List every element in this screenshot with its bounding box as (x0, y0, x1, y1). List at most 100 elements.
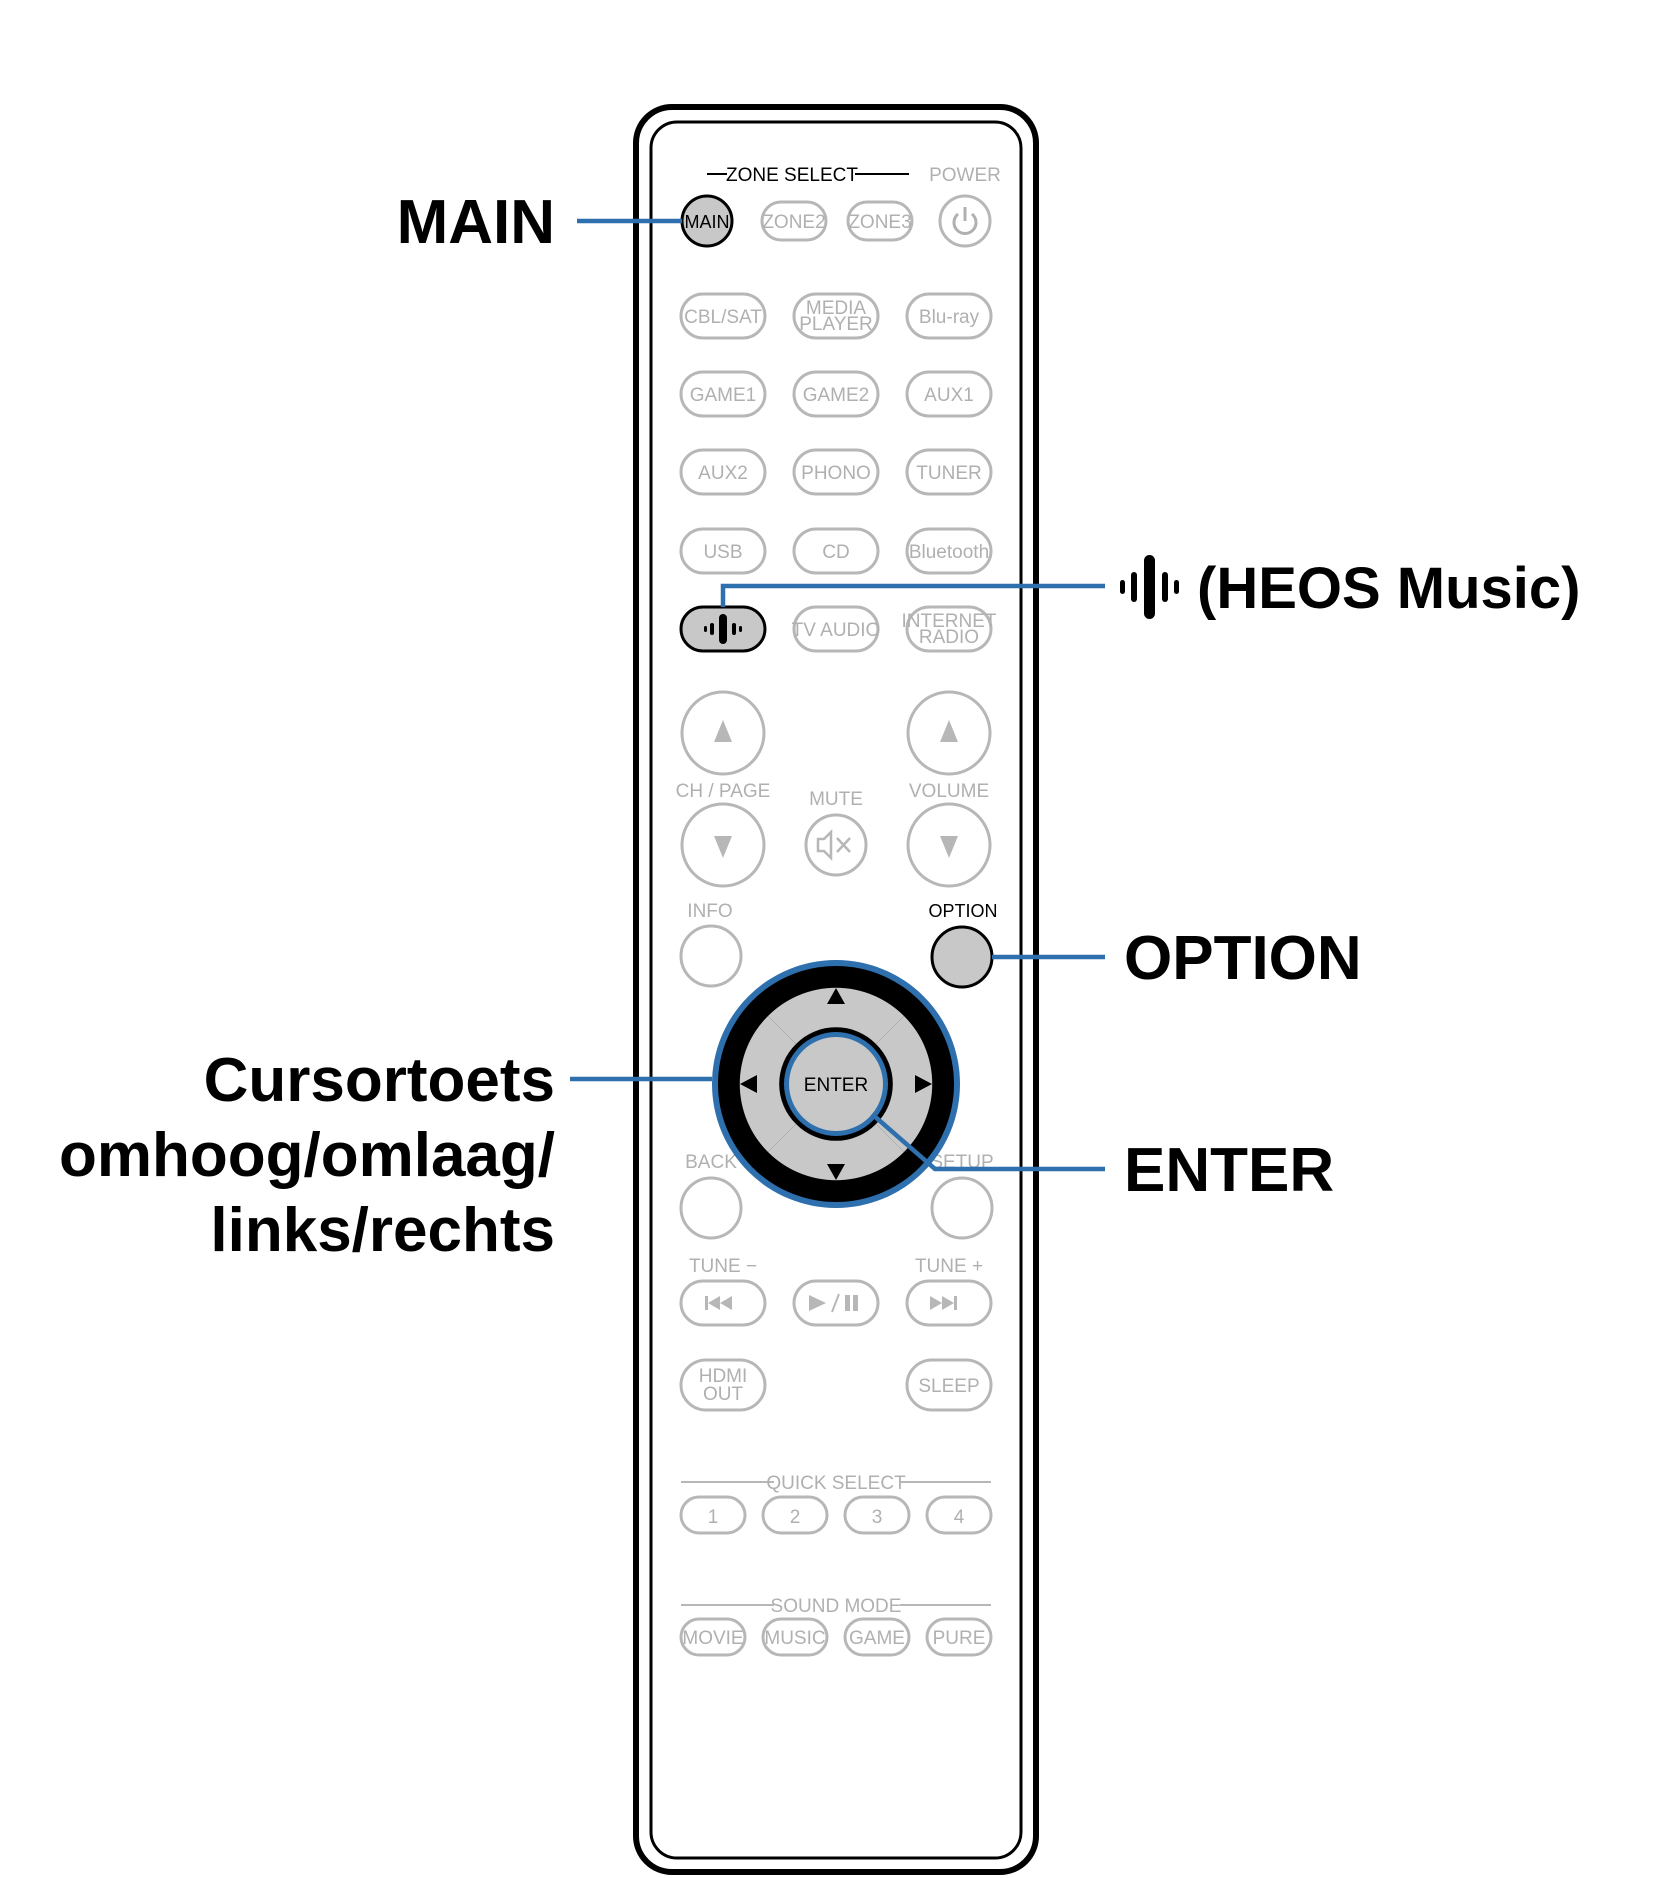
svg-text:Bluetooth: Bluetooth (909, 542, 989, 563)
svg-text:CD: CD (822, 542, 849, 563)
svg-text:CBL/SAT: CBL/SAT (684, 307, 762, 328)
heos-callout: (HEOS Music) (1120, 555, 1581, 621)
svg-text:Blu-ray: Blu-ray (919, 307, 980, 328)
svg-text:ENTER: ENTER (804, 1075, 868, 1096)
zone3-button[interactable]: ZONE3 (846, 200, 914, 242)
back-label: BACK (685, 1152, 737, 1173)
arrow-down-icon (827, 1164, 845, 1180)
phono-button[interactable]: PHONO (792, 448, 880, 496)
cursor-callout: Cursortoets omhoog/omlaag/ links/rechts (59, 1046, 555, 1265)
quick-select-1-button[interactable]: 1 (679, 1495, 747, 1535)
cursor-right-button[interactable] (876, 1016, 933, 1152)
heos-icon (1120, 555, 1179, 619)
next-track-button[interactable] (905, 1279, 993, 1327)
game-button[interactable]: GAME (843, 1617, 911, 1657)
enter-button[interactable]: ENTER (789, 1037, 883, 1131)
media-player-button[interactable]: MEDIA PLAYER (792, 292, 880, 340)
svg-text:INTERNET: INTERNET (902, 611, 997, 632)
sound-mode-header: SOUND MODE (681, 1596, 991, 1617)
quick-select-4-button[interactable]: 4 (925, 1495, 993, 1535)
svg-text:MEDIA: MEDIA (806, 298, 867, 319)
game1-button[interactable]: GAME1 (679, 370, 767, 418)
svg-text:AUX2: AUX2 (698, 463, 748, 484)
ch-page-down-button[interactable] (680, 802, 766, 888)
cursor-left-button[interactable] (739, 1016, 796, 1152)
pure-button[interactable]: PURE (925, 1617, 993, 1657)
svg-text:Cursortoets: Cursortoets (204, 1046, 555, 1115)
heos-button[interactable] (679, 605, 767, 653)
cbl-sat-button[interactable]: CBL/SAT (679, 292, 767, 340)
svg-text:1: 1 (708, 1507, 719, 1528)
leader-lines (570, 218, 1105, 1172)
mute-icon (816, 828, 851, 862)
volume-up-button[interactable] (906, 690, 992, 776)
quick-select-2-button[interactable]: 2 (761, 1495, 829, 1535)
cursor-up-button[interactable] (768, 987, 904, 1044)
usb-button[interactable]: USB (679, 527, 767, 575)
svg-text:ZONE3: ZONE3 (848, 212, 911, 233)
svg-text:omhoog/omlaag/: omhoog/omlaag/ (59, 1121, 555, 1190)
arrow-up-icon (940, 720, 958, 742)
svg-text:TV AUDIO: TV AUDIO (792, 620, 881, 641)
option-callout: OPTION (1124, 924, 1362, 993)
svg-text:HDMI: HDMI (699, 1366, 748, 1387)
mute-button[interactable] (804, 813, 868, 877)
setup-button[interactable] (930, 1176, 994, 1240)
next-track-icon (930, 1296, 957, 1310)
tuner-button[interactable]: TUNER (905, 448, 993, 496)
power-button[interactable] (938, 194, 992, 248)
svg-text:PLAYER: PLAYER (799, 314, 873, 335)
bluray-button[interactable]: Blu-ray (905, 292, 993, 340)
aux1-button[interactable]: AUX1 (905, 370, 993, 418)
bluetooth-button[interactable]: Bluetooth (905, 527, 993, 575)
quick-select-header: QUICK SELECT (681, 1473, 991, 1494)
hdmi-out-button[interactable]: HDMI OUT (679, 1358, 767, 1412)
game2-button[interactable]: GAME2 (792, 370, 880, 418)
power-icon (952, 207, 978, 235)
info-button[interactable] (679, 924, 743, 988)
main-callout: MAIN (397, 188, 555, 257)
play-pause-button[interactable] (792, 1279, 880, 1327)
main-button[interactable]: MAIN (680, 194, 734, 248)
heos-leader (720, 583, 1105, 607)
music-button[interactable]: MUSIC (761, 1617, 829, 1657)
info-label: INFO (687, 901, 732, 922)
svg-text:QUICK SELECT: QUICK SELECT (766, 1473, 906, 1494)
arrow-down-icon (714, 836, 732, 858)
svg-text:3: 3 (872, 1507, 883, 1528)
tv-audio-button[interactable]: TV AUDIO (792, 605, 881, 653)
previous-track-button[interactable] (679, 1279, 767, 1327)
back-button[interactable] (679, 1176, 743, 1240)
svg-text:SLEEP: SLEEP (918, 1376, 979, 1397)
arrow-down-icon (940, 836, 958, 858)
zone2-button[interactable]: ZONE2 (760, 200, 828, 242)
heos-icon (704, 614, 742, 644)
svg-text:SOUND MODE: SOUND MODE (771, 1596, 902, 1617)
arrow-up-icon (714, 720, 732, 742)
svg-text:OUT: OUT (703, 1384, 744, 1405)
sleep-button[interactable]: SLEEP (905, 1358, 993, 1412)
tune-plus-label: TUNE + (915, 1256, 983, 1277)
svg-text:PHONO: PHONO (801, 463, 871, 484)
cursor-pad: ENTER (712, 960, 960, 1208)
arrow-right-icon (915, 1075, 932, 1093)
cd-button[interactable]: CD (792, 527, 880, 575)
internet-radio-button[interactable]: INTERNET RADIO (902, 605, 997, 653)
svg-text:(HEOS Music): (HEOS Music) (1197, 556, 1581, 621)
svg-text:GAME: GAME (849, 1628, 905, 1649)
play-pause-icon (809, 1293, 858, 1313)
volume-label: VOLUME (909, 781, 989, 802)
svg-text:MUSIC: MUSIC (764, 1628, 825, 1649)
ch-page-label: CH / PAGE (676, 781, 771, 802)
cursor-down-button[interactable] (768, 1124, 904, 1181)
quick-select-3-button[interactable]: 3 (843, 1495, 911, 1535)
ch-page-up-button[interactable] (680, 690, 766, 776)
volume-down-button[interactable] (906, 802, 992, 888)
movie-button[interactable]: MOVIE (679, 1617, 747, 1657)
aux2-button[interactable]: AUX2 (679, 448, 767, 496)
svg-text:MOVIE: MOVIE (682, 1628, 743, 1649)
svg-text:GAME2: GAME2 (803, 385, 870, 406)
option-button[interactable] (930, 925, 994, 989)
option-label: OPTION (928, 901, 997, 921)
